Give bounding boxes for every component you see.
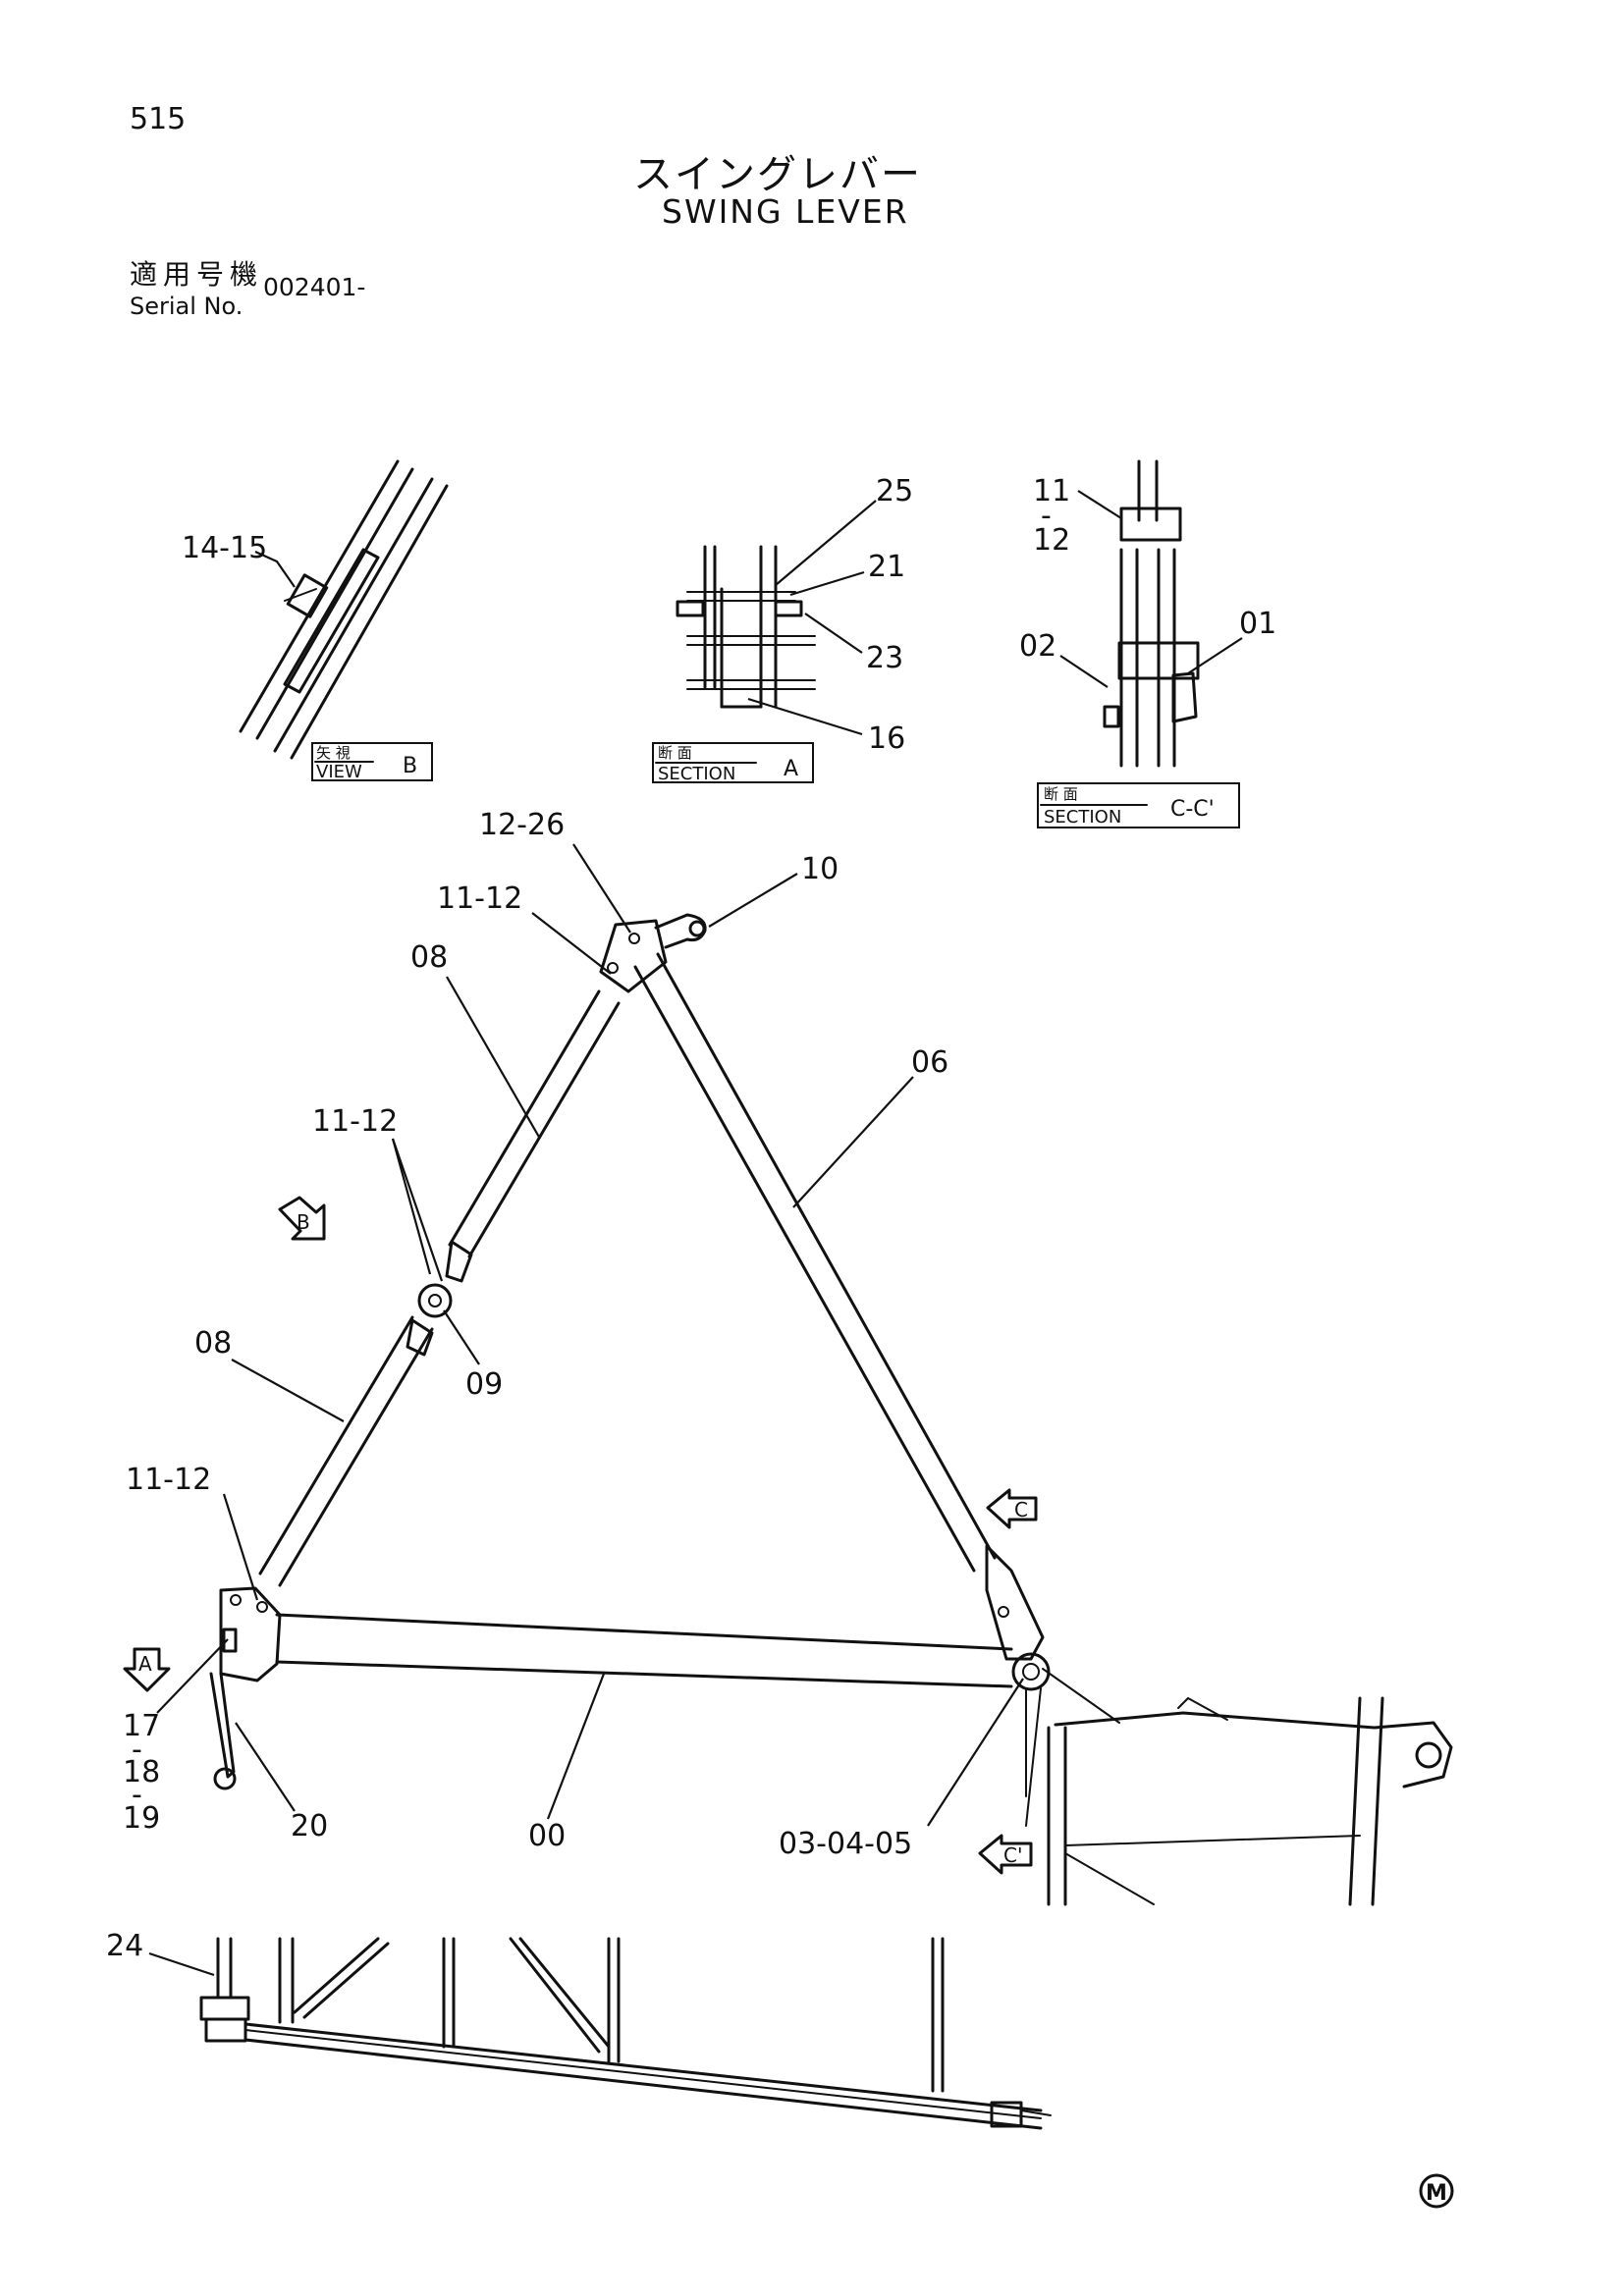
section-a-letter: A xyxy=(784,757,798,781)
svg-text:B: B xyxy=(297,1210,310,1234)
callout-10: 10 xyxy=(801,852,839,886)
callout-20: 20 xyxy=(291,1809,328,1843)
callout-17: 17 xyxy=(123,1709,160,1743)
callout-11-12-mid: 11-12 xyxy=(312,1104,398,1139)
section-cc-detail: 11 - 12 02 01 断 面 SECTION C-C' xyxy=(1019,459,1276,828)
view-b-tag-en: VIEW xyxy=(316,762,362,782)
callout-11-12-top: 11-12 xyxy=(437,881,522,916)
callout-12-cc: 12 xyxy=(1033,523,1070,558)
view-marker-a: A xyxy=(123,1647,171,1692)
callout-11-12-left: 11-12 xyxy=(126,1463,211,1497)
view-marker-c-upper: C xyxy=(986,1488,1038,1529)
callout-21: 21 xyxy=(868,550,905,584)
callout-12-26: 12-26 xyxy=(479,808,565,842)
serial-label-english: Serial No. xyxy=(130,293,244,320)
section-a-detail: 25 21 23 16 断 面 SECTION A xyxy=(652,474,913,784)
serial-label-japanese: 適用号機 xyxy=(130,258,264,291)
callout-18: 18 xyxy=(123,1755,160,1789)
serial-number-value: 002401- xyxy=(263,273,366,301)
callout-08-bottom: 08 xyxy=(194,1326,232,1361)
view-b-tag-jp: 矢 視 xyxy=(316,744,351,762)
callout-dash-cc: - xyxy=(1041,499,1052,533)
callout-00: 00 xyxy=(528,1819,566,1853)
callout-06: 06 xyxy=(911,1045,948,1080)
svg-text:A: A xyxy=(138,1652,152,1676)
view-b-letter: B xyxy=(403,754,417,778)
callout-25: 25 xyxy=(876,474,913,508)
callout-03-04-05: 03-04-05 xyxy=(779,1827,912,1861)
callout-01: 01 xyxy=(1239,607,1276,641)
callout-16: 16 xyxy=(868,721,905,756)
bottom-side-view xyxy=(199,1937,1052,2130)
section-a-tag-jp: 断 面 xyxy=(658,744,692,762)
callout-11-cc: 11 xyxy=(1033,474,1070,508)
view-marker-b: B xyxy=(278,1196,326,1241)
svg-text:C: C xyxy=(1014,1498,1028,1522)
view-b-detail: 14-15 矢 視 VIEW B xyxy=(182,459,449,782)
title-japanese: スイングレバー xyxy=(633,152,922,197)
main-swing-lever-assembly xyxy=(209,913,1051,1827)
machine-frame xyxy=(1042,1668,1453,1906)
title-english: SWING LEVER xyxy=(662,192,909,231)
callout-09: 09 xyxy=(465,1367,503,1402)
callout-dash-1: - xyxy=(132,1733,142,1767)
section-cc-letter: C-C' xyxy=(1170,797,1215,822)
svg-text:M: M xyxy=(1426,2181,1447,2206)
callout-08-top: 08 xyxy=(410,940,448,975)
callout-24: 24 xyxy=(106,1929,143,1963)
callout-23: 23 xyxy=(866,641,903,675)
callout-dash-2: - xyxy=(132,1778,142,1812)
section-a-tag-en: SECTION xyxy=(658,764,735,784)
section-cc-tag-en: SECTION xyxy=(1044,807,1121,828)
callout-19: 19 xyxy=(123,1801,160,1836)
view-marker-c-lower: C' xyxy=(978,1834,1033,1875)
svg-text:C': C' xyxy=(1003,1843,1022,1867)
callout-14-15: 14-15 xyxy=(182,531,267,565)
callout-02: 02 xyxy=(1019,629,1056,664)
footer-m-mark: M xyxy=(1419,2173,1454,2209)
section-cc-tag-jp: 断 面 xyxy=(1044,785,1078,803)
page-number: 515 xyxy=(130,102,187,136)
